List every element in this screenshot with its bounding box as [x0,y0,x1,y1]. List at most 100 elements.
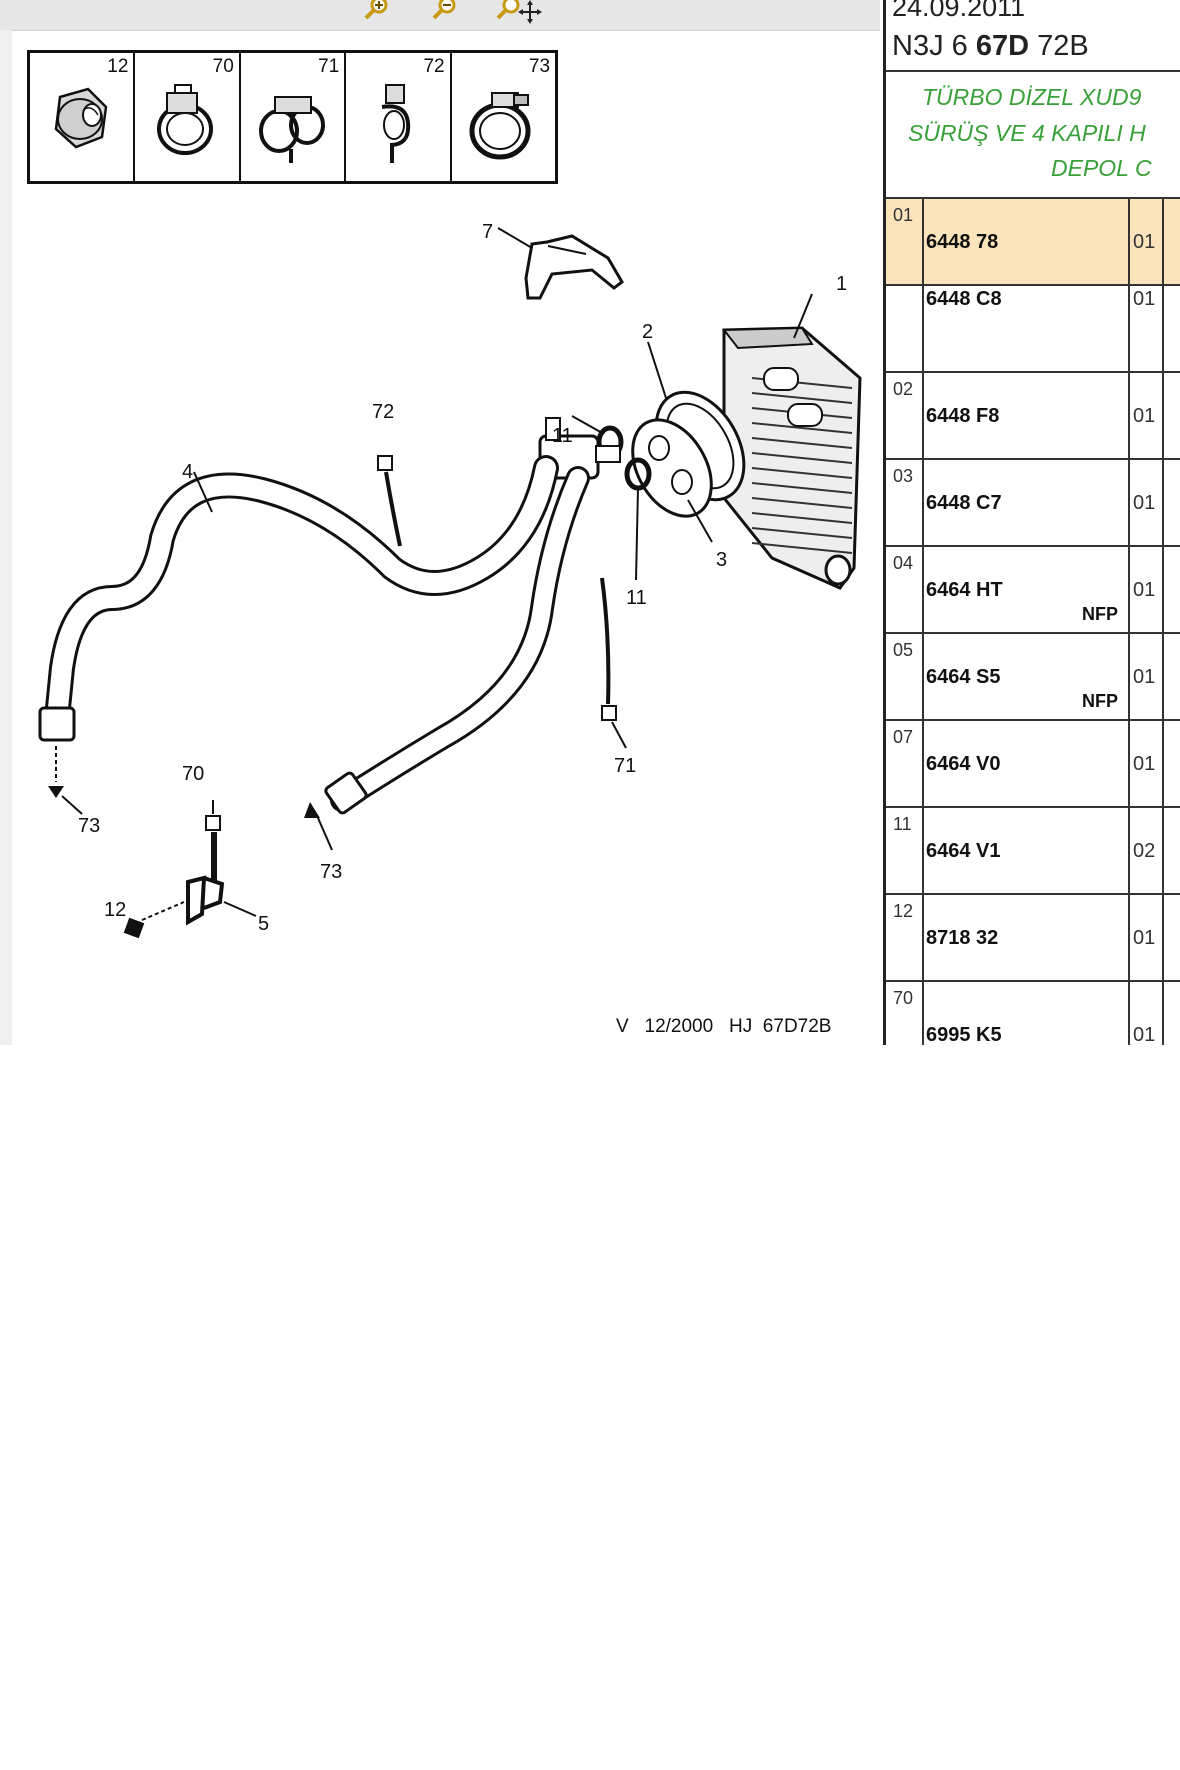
ref-number: 01 [893,205,914,225]
ref-number: 07 [893,727,914,747]
leader-line [317,817,333,851]
zoom-out-icon [432,0,456,20]
clip-marker-71 [601,705,617,721]
hose-clip-icon [157,84,214,155]
leader-line [571,415,605,435]
leader-line [611,721,627,749]
callout-label: 12 [104,899,126,921]
clip-marker-72 [377,455,393,471]
callout-label: 7 [482,221,493,243]
leader-line [497,227,533,249]
quantity: 01 [1133,405,1156,427]
leader-line [793,293,813,339]
table-row[interactable]: 70 6995 K5 01 [886,982,1180,1045]
parts-table: 01 6448 78 01 6448 C8 01 02 6448 F8 01 0… [886,199,1180,1045]
callout-label: 2 [642,321,653,343]
hose-fill [333,469,587,809]
part-number[interactable]: 6995 K5 [926,1024,1002,1045]
part-number[interactable]: 6464 S5 [926,666,1001,688]
quantity: 01 [1133,1024,1156,1045]
part-number[interactable]: 6448 C7 [926,492,1002,514]
column-divider [1128,199,1130,1045]
part-number[interactable]: 6448 78 [926,231,999,253]
hose-fill [48,458,556,718]
callout-label: 70 [182,763,204,785]
ref-number: 70 [893,988,914,1008]
catalog-code: N3J 6 67D 72B [892,30,1089,63]
table-row[interactable]: 07 6464 V0 01 [886,721,1180,808]
table-row[interactable]: 11 6464 V1 02 [886,808,1180,895]
ref-number: 12 [893,901,914,921]
thumbnail-hose-clamp-73[interactable]: 73 [452,53,555,181]
nut-part-12[interactable] [123,917,145,939]
thumbnail-hose-clip-70[interactable]: 70 [135,53,241,181]
parts-catalog-window: 12 70 71 [0,0,1180,1045]
table-row[interactable]: 03 6448 C7 01 [886,460,1180,547]
part-number[interactable]: 8718 32 [926,927,999,949]
leader-line [635,487,639,581]
zoom-in-button[interactable] [360,0,394,26]
quantity: 01 [1133,927,1156,949]
part-number[interactable]: 6464 HT [926,579,1003,601]
clip-marker-70 [205,815,221,831]
pipe-clip-icon [381,84,411,163]
hose-end-fitting [324,771,368,815]
adapter-plate-part-3[interactable] [617,406,728,530]
oil-cooler-part-1[interactable] [721,326,862,590]
table-row[interactable]: 02 6448 F8 01 [886,373,1180,460]
catalog-date: 24.09.2011 [892,0,1026,22]
callout-label: 5 [258,913,269,935]
divider [886,197,1180,199]
code-group: 67D [975,30,1030,62]
part-number[interactable]: 6464 V0 [926,753,1001,775]
quantity: 01 [1133,666,1156,688]
zoom-out-button[interactable] [428,0,462,26]
bracket-part-5[interactable] [186,875,225,926]
thumbnail-hose-clip-72[interactable]: 72 [346,53,452,181]
callout-label: 11 [626,587,647,609]
leader-line [223,901,257,917]
code-prefix: N3J 6 [892,30,976,62]
thumbnail-number: 70 [212,56,234,77]
ref-number: 11 [893,814,912,834]
callout-label: 3 [716,549,727,571]
part-number[interactable]: 6448 C8 [926,288,1002,310]
diagram-reference-code: V 12/2000 HJ 67D72B [616,1016,832,1037]
zoom-in-icon [364,0,388,20]
zoom-pan-button[interactable] [492,0,546,26]
ref-number: 02 [893,379,914,399]
zoom-pan-icon [496,0,542,24]
leader-line [384,471,402,547]
code-suffix: 72B [1029,30,1089,62]
left-margin [0,30,12,1045]
table-row[interactable]: 12 8718 32 01 [886,895,1180,982]
column-divider [922,199,924,1045]
note: NFP [1082,691,1118,711]
callout-label: 4 [182,461,193,483]
thumbnail-hose-clip-71[interactable]: 71 [241,53,347,181]
quantity: 01 [1133,492,1156,514]
thumbnail-number: 12 [107,56,129,77]
table-row[interactable]: 04 6464 HT 01 NFP [886,547,1180,634]
divider [886,70,1180,72]
part-number[interactable]: 6448 F8 [926,405,1000,427]
hose-end-fitting [38,706,76,742]
quantity: 01 [1133,231,1156,253]
bracket-part-7[interactable] [524,234,624,300]
vehicle-description-line: TÜRBO DİZEL XUD9 [922,84,1142,110]
table-row[interactable]: 6448 C8 01 [886,286,1180,373]
thumbnail-nut[interactable]: 12 [30,53,136,181]
callout-label: 73 [320,861,342,883]
panel-divider[interactable] [883,0,886,1045]
part-number[interactable]: 6464 V1 [926,840,1001,862]
toolbar [0,0,880,31]
leader-line [687,499,713,543]
table-row[interactable]: 01 6448 78 01 [886,199,1180,286]
vehicle-description-line: SÜRÜŞ VE 4 KAPILI H [908,120,1146,146]
table-row[interactable]: 05 6464 S5 01 NFP [886,634,1180,721]
callout-label: 73 [78,815,100,837]
quantity: 01 [1133,753,1156,775]
quantity: 01 [1133,579,1156,601]
leader-line [61,795,83,815]
leader-line [193,471,213,513]
